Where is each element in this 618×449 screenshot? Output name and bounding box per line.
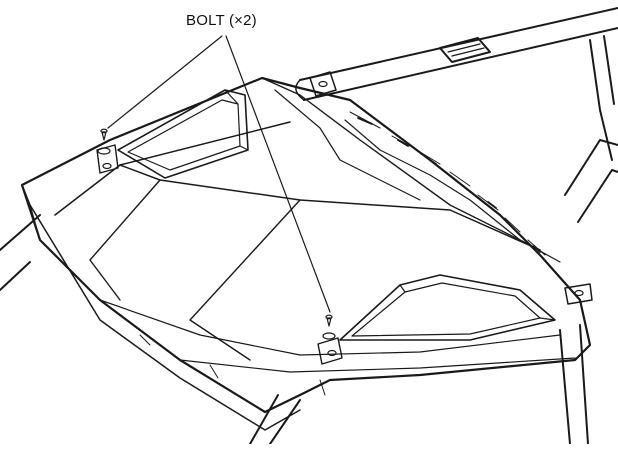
bolt-right: [317, 314, 343, 365]
bolt-callout-label: BOLT (×2): [186, 12, 257, 29]
recess-left: [117, 89, 249, 179]
grab-handle: [439, 37, 491, 63]
roof-panel: [20, 76, 592, 431]
mount-brackets: [309, 71, 593, 305]
roll-cage: [0, 7, 618, 445]
recess-right: [339, 274, 556, 341]
bolt-left: [96, 128, 119, 174]
decal-stripe: [349, 111, 546, 256]
callout-leaders: [107, 35, 331, 313]
